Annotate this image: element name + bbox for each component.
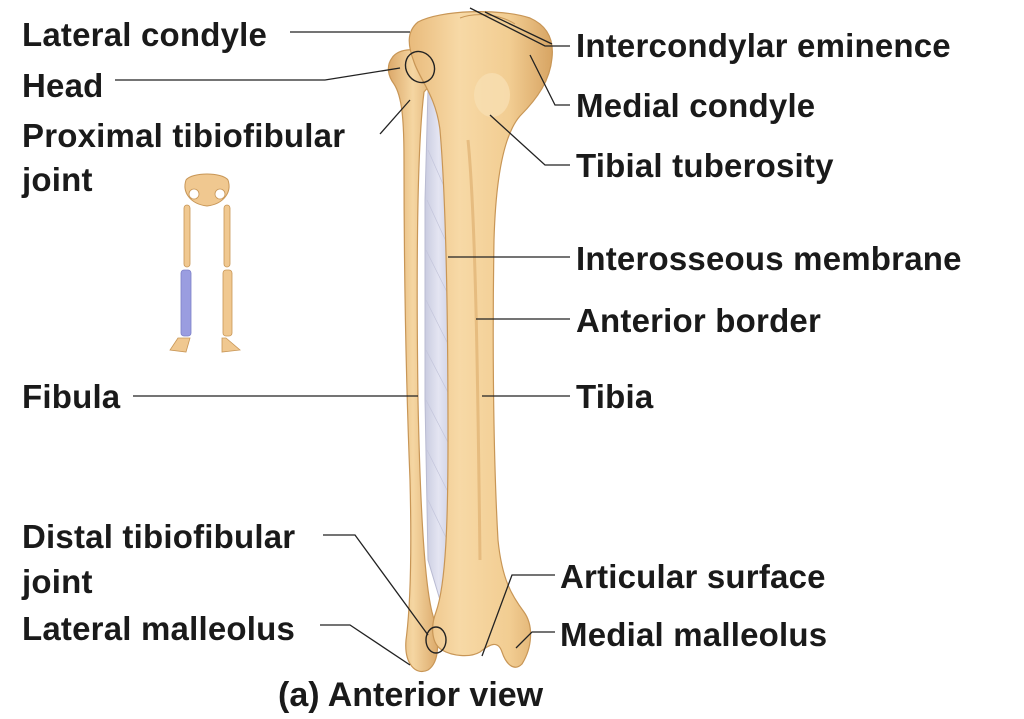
leader-intercondylar-b (484, 11, 553, 45)
leader-lateral-malleolus (320, 624, 411, 666)
distal-joint-circle (425, 626, 447, 654)
label-anterior-border: Anterior border (576, 302, 822, 339)
proximal-joint-circle (404, 50, 436, 84)
label-intercondylar-eminence: Intercondylar eminence (576, 27, 951, 64)
leader-intercondylar-a (469, 7, 570, 47)
skeleton-inset (169, 173, 241, 353)
leader-articular-surface (481, 574, 555, 657)
label-medial-malleolus: Medial malleolus (560, 616, 828, 653)
highlighted-leg-bones (180, 269, 192, 337)
label-medial-condyle: Medial condyle (576, 87, 816, 124)
leader-proximal-joint (379, 99, 411, 135)
leader-medial-condyle (529, 54, 570, 106)
label-tibial-tuberosity: Tibial tuberosity (576, 147, 834, 184)
leader-medial-malleolus (515, 631, 555, 649)
anterior-border-ridge (466, 139, 482, 561)
label-articular-surface: Articular surface (560, 558, 826, 595)
label-distal-joint-line1: Distal tibiofibular (22, 518, 296, 555)
label-fibula: Fibula (22, 378, 121, 415)
tibial-tuberosity-highlight (474, 73, 510, 117)
label-proximal-joint-line1: Proximal tibiofibular (22, 117, 346, 154)
label-proximal-joint-line2: joint (22, 161, 93, 198)
label-tibia: Tibia (576, 378, 654, 415)
label-lateral-condyle: Lateral condyle (22, 16, 268, 53)
label-interosseous-membrane: Interosseous membrane (576, 240, 962, 277)
label-distal-joint-line2: joint (22, 563, 93, 600)
tibia-shape (408, 11, 553, 668)
leader-distal-joint (323, 534, 429, 636)
leader-head (115, 67, 401, 81)
figure-caption: (a) Anterior view (278, 676, 544, 714)
label-head: Head (22, 67, 104, 104)
label-lateral-malleolus: Lateral malleolus (22, 610, 296, 647)
fibula-shape (387, 49, 439, 673)
eminence-ridge (459, 14, 516, 25)
leader-lines (115, 7, 570, 666)
leader-tibial-tuberosity (489, 114, 570, 166)
